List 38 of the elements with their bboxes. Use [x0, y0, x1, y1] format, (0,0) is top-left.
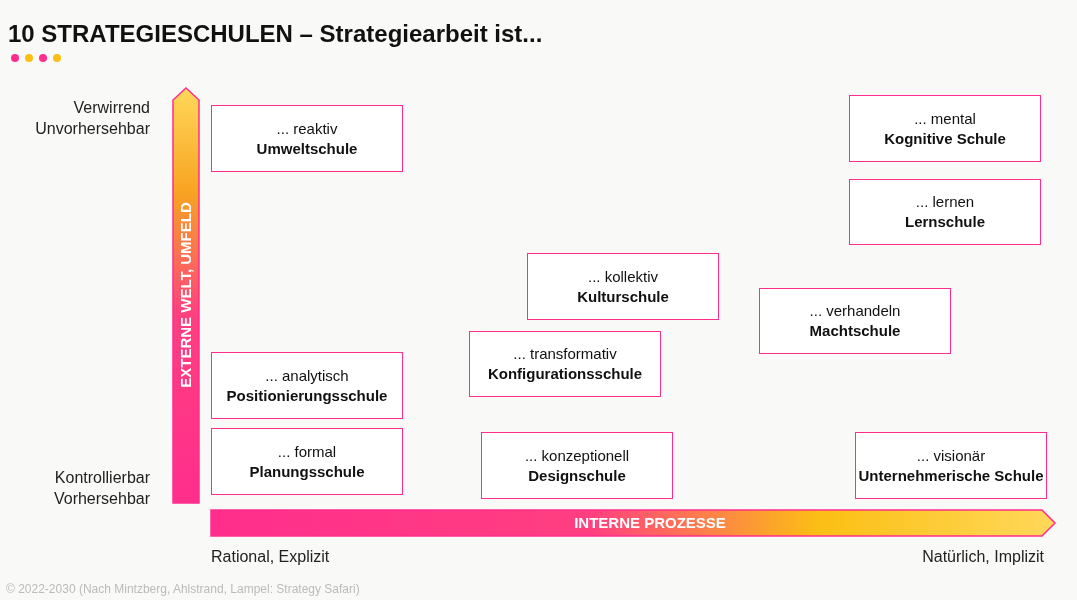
school-box — [849, 179, 1041, 245]
school-box — [849, 95, 1041, 162]
school-box — [211, 105, 403, 172]
school-box — [469, 331, 661, 397]
box-heading: Lernschule — [905, 212, 985, 232]
box-subtitle: ... lernen — [915, 192, 975, 212]
box-subtitle: ... kollektiv — [588, 266, 658, 287]
footer-note: © 2022-2030 (Nach Mintzberg, Ahlstrand, Lampel: Strategy Safari) — [6, 581, 360, 598]
axis-end-label: Rational, Explizit — [211, 547, 330, 567]
box-subtitle: ... mental — [914, 108, 976, 129]
box-subtitle: ... verhandeln — [809, 301, 901, 321]
axis-label: INTERNE PROZESSE — [573, 513, 727, 533]
box-heading: Machtschule — [809, 321, 901, 341]
box-subtitle: ... transformativ — [513, 344, 617, 364]
axis-end-label: Natürlich, Implizit — [922, 547, 1044, 567]
axis-label: EXTERNE WELT, UMFELD — [175, 201, 195, 390]
axis-end-label: Verwirrend Unvorhersehbar — [34, 98, 150, 139]
school-box — [481, 432, 673, 499]
box-heading: Designschule — [528, 465, 626, 486]
school-box — [211, 428, 403, 495]
box-subtitle: ... reaktiv — [276, 118, 338, 139]
box-heading: Planungsschule — [249, 461, 365, 482]
box-subtitle: ... konzeptionell — [524, 445, 630, 466]
box-heading: Umweltschule — [256, 138, 358, 159]
box-subtitle: ... visionär — [916, 445, 986, 466]
school-box — [759, 288, 951, 354]
axis-end-label: Kontrollierbar Vorhersehbar — [52, 468, 150, 509]
box-subtitle: ... analytisch — [265, 365, 349, 386]
school-box — [527, 253, 719, 320]
school-box — [211, 352, 403, 419]
box-subtitle: ... formal — [277, 441, 337, 462]
box-heading: Positionierungsschule — [226, 385, 388, 406]
box-heading: Konfigurationsschule — [487, 364, 643, 384]
title: 10 STRATEGIESCHULEN – Strategiearbeit ist... — [8, 19, 543, 49]
box-heading: Kognitive Schule — [884, 128, 1006, 149]
school-box — [855, 432, 1047, 499]
box-heading: Kulturschule — [577, 286, 669, 307]
box-heading: Unternehmerische Schule — [858, 465, 1044, 486]
